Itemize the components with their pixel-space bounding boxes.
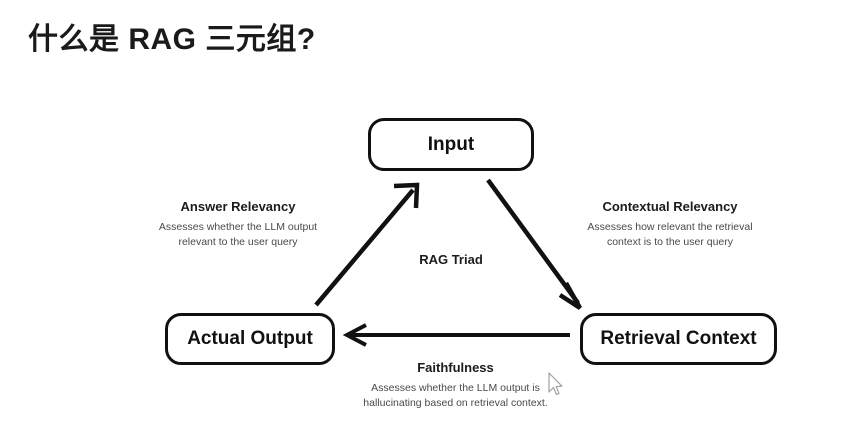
metric-faithfulness-description: Assesses whether the LLM output is hallu… (348, 381, 563, 411)
metric-answer-relevancy: Answer Relevancy Assesses whether the LL… (148, 199, 328, 250)
page-title: 什么是 RAG 三元组? (28, 23, 316, 56)
metric-contextual-relevancy: Contextual Relevancy Assesses how releva… (575, 199, 765, 250)
metric-faithfulness-title: Faithfulness (417, 360, 494, 375)
center-label-rag-triad: RAG Triad (419, 252, 483, 267)
node-retrieval-context[interactable]: Retrieval Context (580, 313, 777, 365)
metric-answer-relevancy-desc-line-2: relevant to the user query (178, 236, 298, 249)
arrow-actual-output-to-input (314, 182, 420, 307)
arrow-retrieval-context-to-actual-output (342, 323, 570, 347)
node-actual-output-label: Actual Output (187, 328, 313, 349)
metric-contextual-relevancy-description: Assesses how relevant the retrieval cont… (575, 220, 765, 250)
metric-contextual-relevancy-title: Contextual Relevancy (602, 199, 738, 214)
node-input[interactable]: Input (368, 118, 534, 171)
metric-answer-relevancy-description: Assesses whether the LLM output relevant… (148, 220, 328, 250)
metric-contextual-relevancy-desc-line-1: Assesses how relevant the retrieval (587, 221, 753, 233)
node-retrieval-context-label: Retrieval Context (600, 328, 757, 349)
metric-contextual-relevancy-desc-line-2: context is to the user query (606, 236, 734, 249)
metric-faithfulness-desc-line-1: Assesses whether the LLM output is (371, 382, 540, 394)
metric-answer-relevancy-title: Answer Relevancy (180, 199, 296, 214)
metric-answer-relevancy-desc-line-1: Assesses whether the LLM output (158, 221, 318, 233)
arrow-input-to-retrieval-context (486, 178, 582, 310)
node-actual-output[interactable]: Actual Output (165, 313, 335, 365)
node-input-label: Input (427, 133, 475, 155)
metric-faithfulness: Faithfulness Assesses whether the LLM ou… (348, 360, 563, 411)
metric-faithfulness-desc-line-2: hallucinating based on retrieval context… (363, 397, 548, 410)
